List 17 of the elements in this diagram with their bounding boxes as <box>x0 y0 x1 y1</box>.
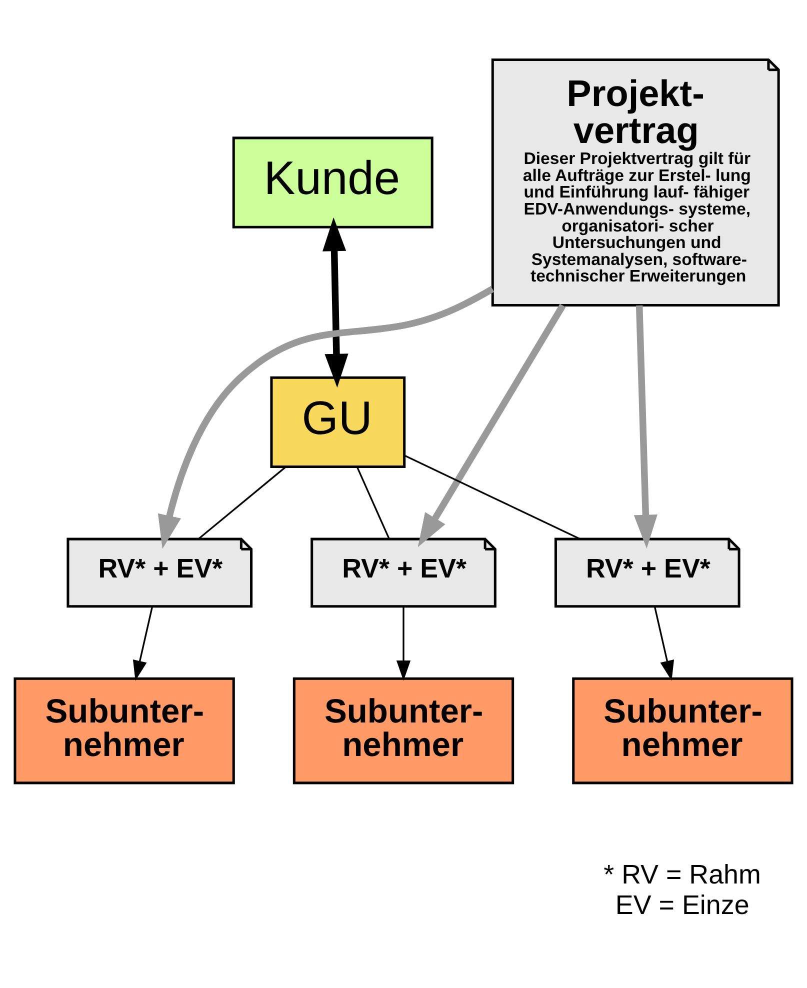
arrow <box>322 216 348 388</box>
arrow <box>396 606 411 680</box>
node-box: Subunter- nehmer <box>572 676 794 784</box>
arrow <box>158 286 494 548</box>
node-box: Subunter- nehmer <box>292 676 514 784</box>
node-box: GU <box>270 376 406 468</box>
node-box: Kunde <box>232 136 434 228</box>
arrow <box>634 304 658 548</box>
connector <box>198 466 286 540</box>
label: EV = Einze <box>615 889 750 920</box>
arrow <box>132 606 154 680</box>
arrow <box>418 303 566 547</box>
connector <box>356 466 390 539</box>
node-box: Subunter- nehmer <box>14 676 235 784</box>
label: * RV = Rahm <box>604 859 761 890</box>
connector <box>404 454 580 540</box>
arrow <box>654 606 674 680</box>
